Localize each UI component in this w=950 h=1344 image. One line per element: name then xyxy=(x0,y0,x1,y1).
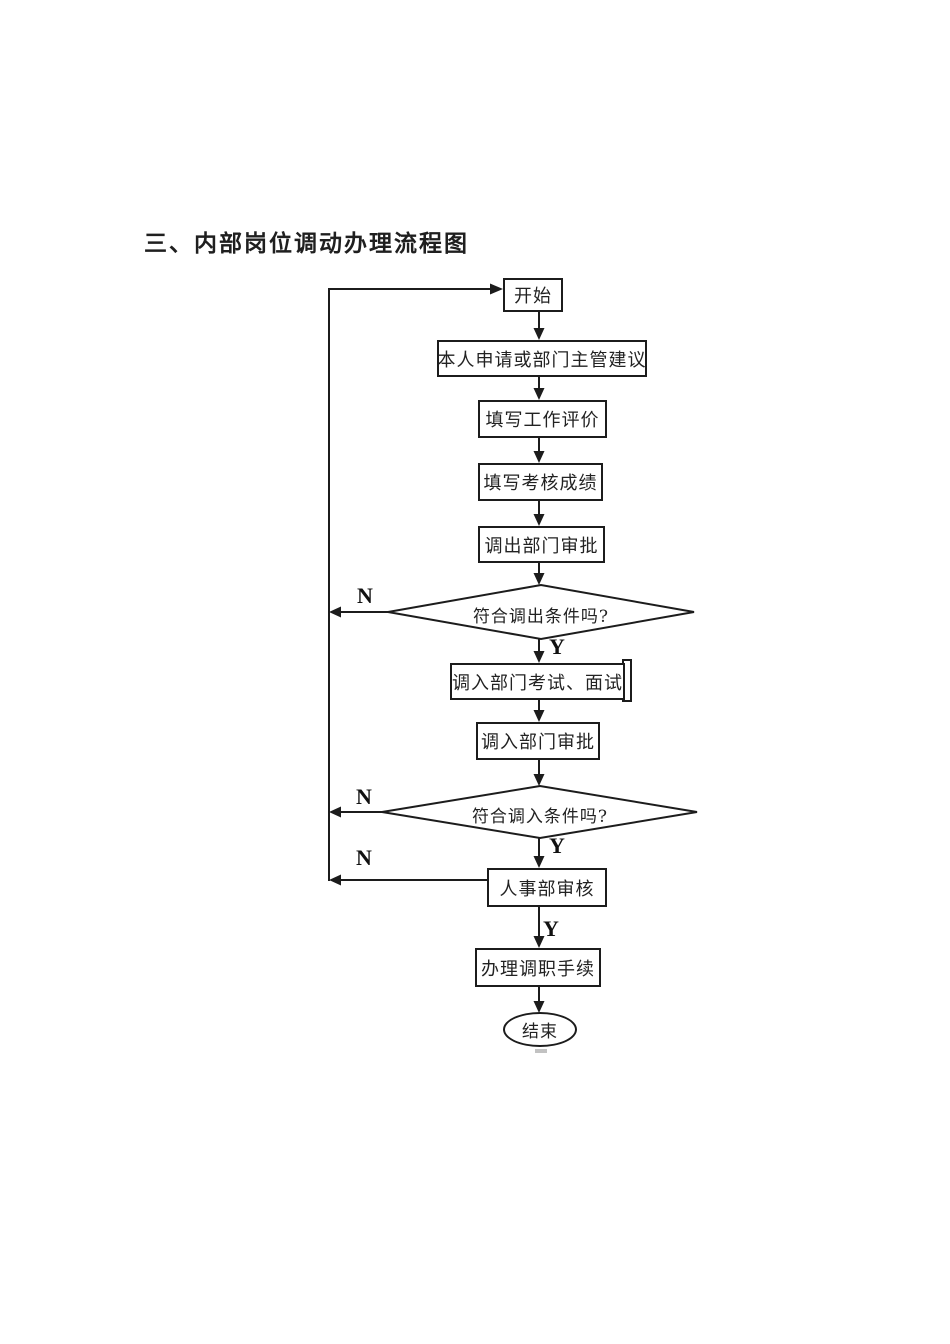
branch-label-yes-outgoing: Y xyxy=(549,634,565,659)
node-end-label: 结束 xyxy=(522,1022,558,1042)
node-incoming-dept-exam-label: 调入部门考试、面试 xyxy=(452,672,623,694)
branch-label-no-outgoing: N xyxy=(357,583,373,608)
branch-label-no-hr: N xyxy=(356,845,372,870)
node-fill-evaluation-label: 填写工作评价 xyxy=(485,410,600,431)
arrow-incoming-approval-to-decision xyxy=(533,760,545,786)
arrow-start-to-apply xyxy=(533,312,545,340)
arrow-incoming-decision-yes xyxy=(533,838,545,868)
node-start-label: 开始 xyxy=(514,286,552,307)
node-apply-or-suggest: 本人申请或部门主管建议 xyxy=(437,340,647,377)
arrow-transfer-to-end xyxy=(533,987,545,1013)
node-incoming-dept-approval-label: 调入部门审批 xyxy=(481,732,595,753)
page-title: 三、内部岗位调动办理流程图 xyxy=(144,230,469,257)
node-incoming-dept-approval: 调入部门审批 xyxy=(476,722,600,760)
branch-label-yes-incoming: Y xyxy=(549,833,565,858)
node-hr-review-label: 人事部审核 xyxy=(499,878,595,900)
node-transfer-procedure-label: 办理调职手续 xyxy=(481,958,595,980)
scan-artifact-dash xyxy=(535,1049,547,1053)
arrow-apply-to-evaluation xyxy=(533,377,545,400)
node-end: 结束 xyxy=(503,1012,577,1047)
branch-label-no-incoming: N xyxy=(356,784,372,809)
node-fill-score: 填写考核成绩 xyxy=(478,463,603,501)
node-incoming-dept-exam: 调入部门考试、面试 xyxy=(450,663,625,700)
arrow-evaluation-to-score xyxy=(533,438,545,463)
node-outgoing-dept-approval: 调出部门审批 xyxy=(478,526,605,563)
arrow-score-to-outgoing-approval xyxy=(533,501,545,526)
node-apply-or-suggest-label: 本人申请或部门主管建议 xyxy=(437,349,647,371)
arrow-exam-to-incoming-approval xyxy=(533,700,545,722)
node-outgoing-dept-approval-label: 调出部门审批 xyxy=(484,535,599,557)
node-transfer-procedure: 办理调职手续 xyxy=(475,948,601,987)
decision-incoming-condition-label: 符合调入条件吗? xyxy=(471,807,609,827)
arrow-outgoing-decision-yes xyxy=(533,639,545,663)
node-start: 开始 xyxy=(503,278,563,312)
node-fill-evaluation: 填写工作评价 xyxy=(478,400,607,438)
arrow-outgoing-approval-to-decision xyxy=(533,563,545,585)
node-hr-review: 人事部审核 xyxy=(487,868,607,907)
node-fill-score-label: 填写考核成绩 xyxy=(483,473,598,494)
arrow-hr-review-no xyxy=(329,874,487,886)
decision-outgoing-condition-label: 符合调出条件吗? xyxy=(472,607,610,627)
branch-label-yes-hr: Y xyxy=(543,916,559,941)
